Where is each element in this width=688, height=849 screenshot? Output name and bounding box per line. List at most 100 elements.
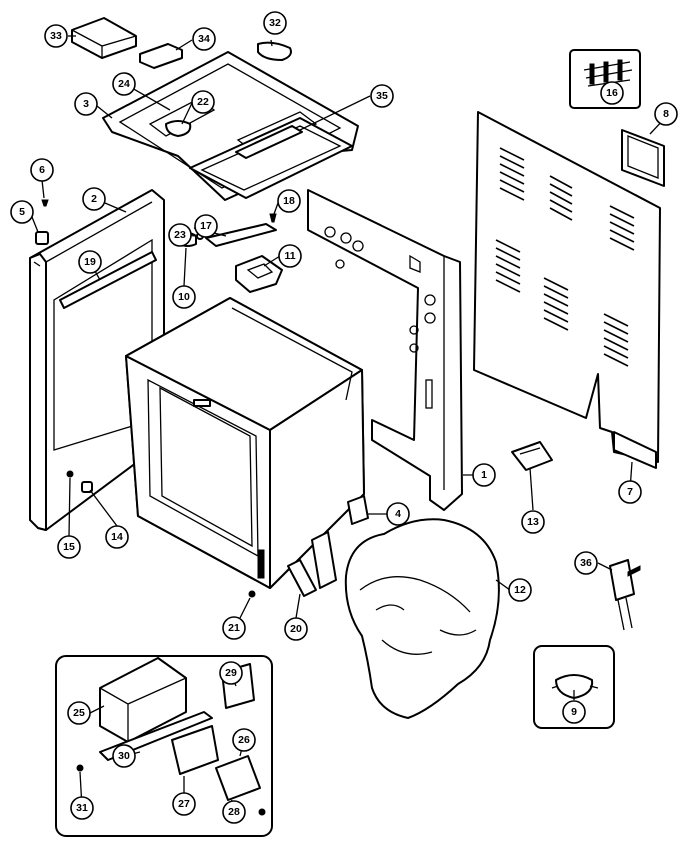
callout-13: 13: [521, 510, 545, 534]
callout-17-label: 17: [200, 220, 212, 232]
callout-14-label: 14: [111, 531, 123, 543]
part-11-sensor: [235, 255, 283, 293]
callout-29-label: 29: [225, 667, 237, 679]
callout-27-label: 27: [178, 798, 190, 810]
callout-12-label: 12: [514, 584, 526, 596]
part-7-bracket: [613, 431, 657, 469]
callout-22: 22: [191, 90, 215, 114]
callout-36: 36: [574, 551, 598, 575]
callout-36-label: 36: [580, 557, 592, 569]
part-21-screw: [248, 590, 256, 598]
callout-6-label: 6: [39, 164, 45, 176]
callout-4-label: 4: [395, 508, 401, 520]
callout-30-label: 30: [118, 750, 130, 762]
callout-14: 14: [105, 525, 129, 549]
callout-28: 28: [222, 800, 246, 824]
callout-32-label: 32: [269, 17, 281, 29]
part-18-screw: [269, 213, 277, 223]
callout-23: 23: [168, 223, 192, 247]
callout-11-label: 11: [284, 250, 295, 262]
part-14-clip: [81, 481, 93, 493]
part-9-inset: [533, 645, 615, 729]
part-8-cover: [621, 129, 665, 187]
callout-3-label: 3: [83, 98, 89, 110]
callout-31: 31: [70, 796, 94, 820]
callout-23-label: 23: [174, 229, 186, 241]
callout-16: 16: [600, 81, 624, 105]
callout-22-label: 22: [197, 96, 209, 108]
callout-25-label: 25: [73, 707, 85, 719]
part-12-insulation: [344, 518, 500, 719]
callout-15-label: 15: [63, 541, 75, 553]
callout-35: 35: [370, 84, 394, 108]
callout-13-label: 13: [527, 516, 539, 528]
callout-24: 24: [112, 72, 136, 96]
callout-15: 15: [57, 535, 81, 559]
callout-31-label: 31: [76, 802, 88, 814]
callout-29: 29: [219, 661, 243, 685]
callout-6: 6: [30, 158, 54, 182]
callout-2: 2: [82, 187, 106, 211]
back-panel: [473, 111, 661, 463]
callout-1: 1: [472, 463, 496, 487]
callout-12: 12: [508, 578, 532, 602]
callout-30: 30: [112, 744, 136, 768]
callout-8-label: 8: [663, 108, 669, 120]
callout-19: 19: [78, 250, 102, 274]
callout-7-label: 7: [627, 486, 633, 498]
callout-9-label: 9: [571, 706, 577, 718]
callout-20: 20: [284, 617, 308, 641]
callout-3: 3: [74, 92, 98, 116]
callout-2-label: 2: [91, 193, 97, 205]
part-22-valve: [165, 120, 192, 137]
callout-25: 25: [67, 701, 91, 725]
callout-5: 5: [10, 200, 34, 224]
lock-assembly-inset: [55, 655, 273, 837]
callout-18-label: 18: [283, 195, 295, 207]
callout-33-label: 33: [50, 30, 62, 42]
callout-34: 34: [192, 27, 216, 51]
callout-28-label: 28: [228, 806, 240, 818]
part-5-clip: [35, 231, 49, 245]
part-15-screw: [66, 470, 74, 478]
side-panel-right: [307, 189, 463, 511]
vent-slots: [495, 147, 635, 367]
callout-8: 8: [654, 102, 678, 126]
callout-26-label: 26: [238, 734, 250, 746]
callout-27: 27: [172, 792, 196, 816]
burner-box: [189, 117, 353, 199]
part-13-bracket: [511, 441, 553, 471]
part-33-box: [71, 17, 137, 59]
callout-26: 26: [232, 728, 256, 752]
part-6-screw: [41, 199, 49, 207]
part-34-bracket: [139, 43, 183, 69]
part-17-bracket: [205, 223, 277, 247]
part-19-trim: [59, 251, 157, 309]
part-4-bracket: [347, 495, 369, 525]
callout-10: 10: [172, 285, 196, 309]
callout-19-label: 19: [84, 256, 96, 268]
callout-7: 7: [618, 480, 642, 504]
callout-16-label: 16: [606, 87, 618, 99]
callout-9: 9: [562, 700, 586, 724]
callout-20-label: 20: [290, 623, 302, 635]
callout-35-label: 35: [376, 90, 388, 102]
part-32-cap: [257, 41, 292, 61]
callout-10-label: 10: [178, 291, 190, 303]
callout-21: 21: [222, 616, 246, 640]
oven-cavity: [125, 297, 365, 589]
callout-4: 4: [386, 502, 410, 526]
callout-18: 18: [277, 189, 301, 213]
callout-33: 33: [44, 24, 68, 48]
callout-11: 11: [278, 244, 302, 268]
callout-1-label: 1: [481, 469, 487, 481]
callout-34-label: 34: [198, 33, 210, 45]
callout-24-label: 24: [118, 78, 130, 90]
callout-5-label: 5: [19, 206, 25, 218]
callout-21-label: 21: [228, 622, 240, 634]
callout-17: 17: [194, 214, 218, 238]
callout-32: 32: [263, 11, 287, 35]
part-36-cord: [609, 559, 641, 631]
part-20-hinge: [287, 531, 337, 597]
